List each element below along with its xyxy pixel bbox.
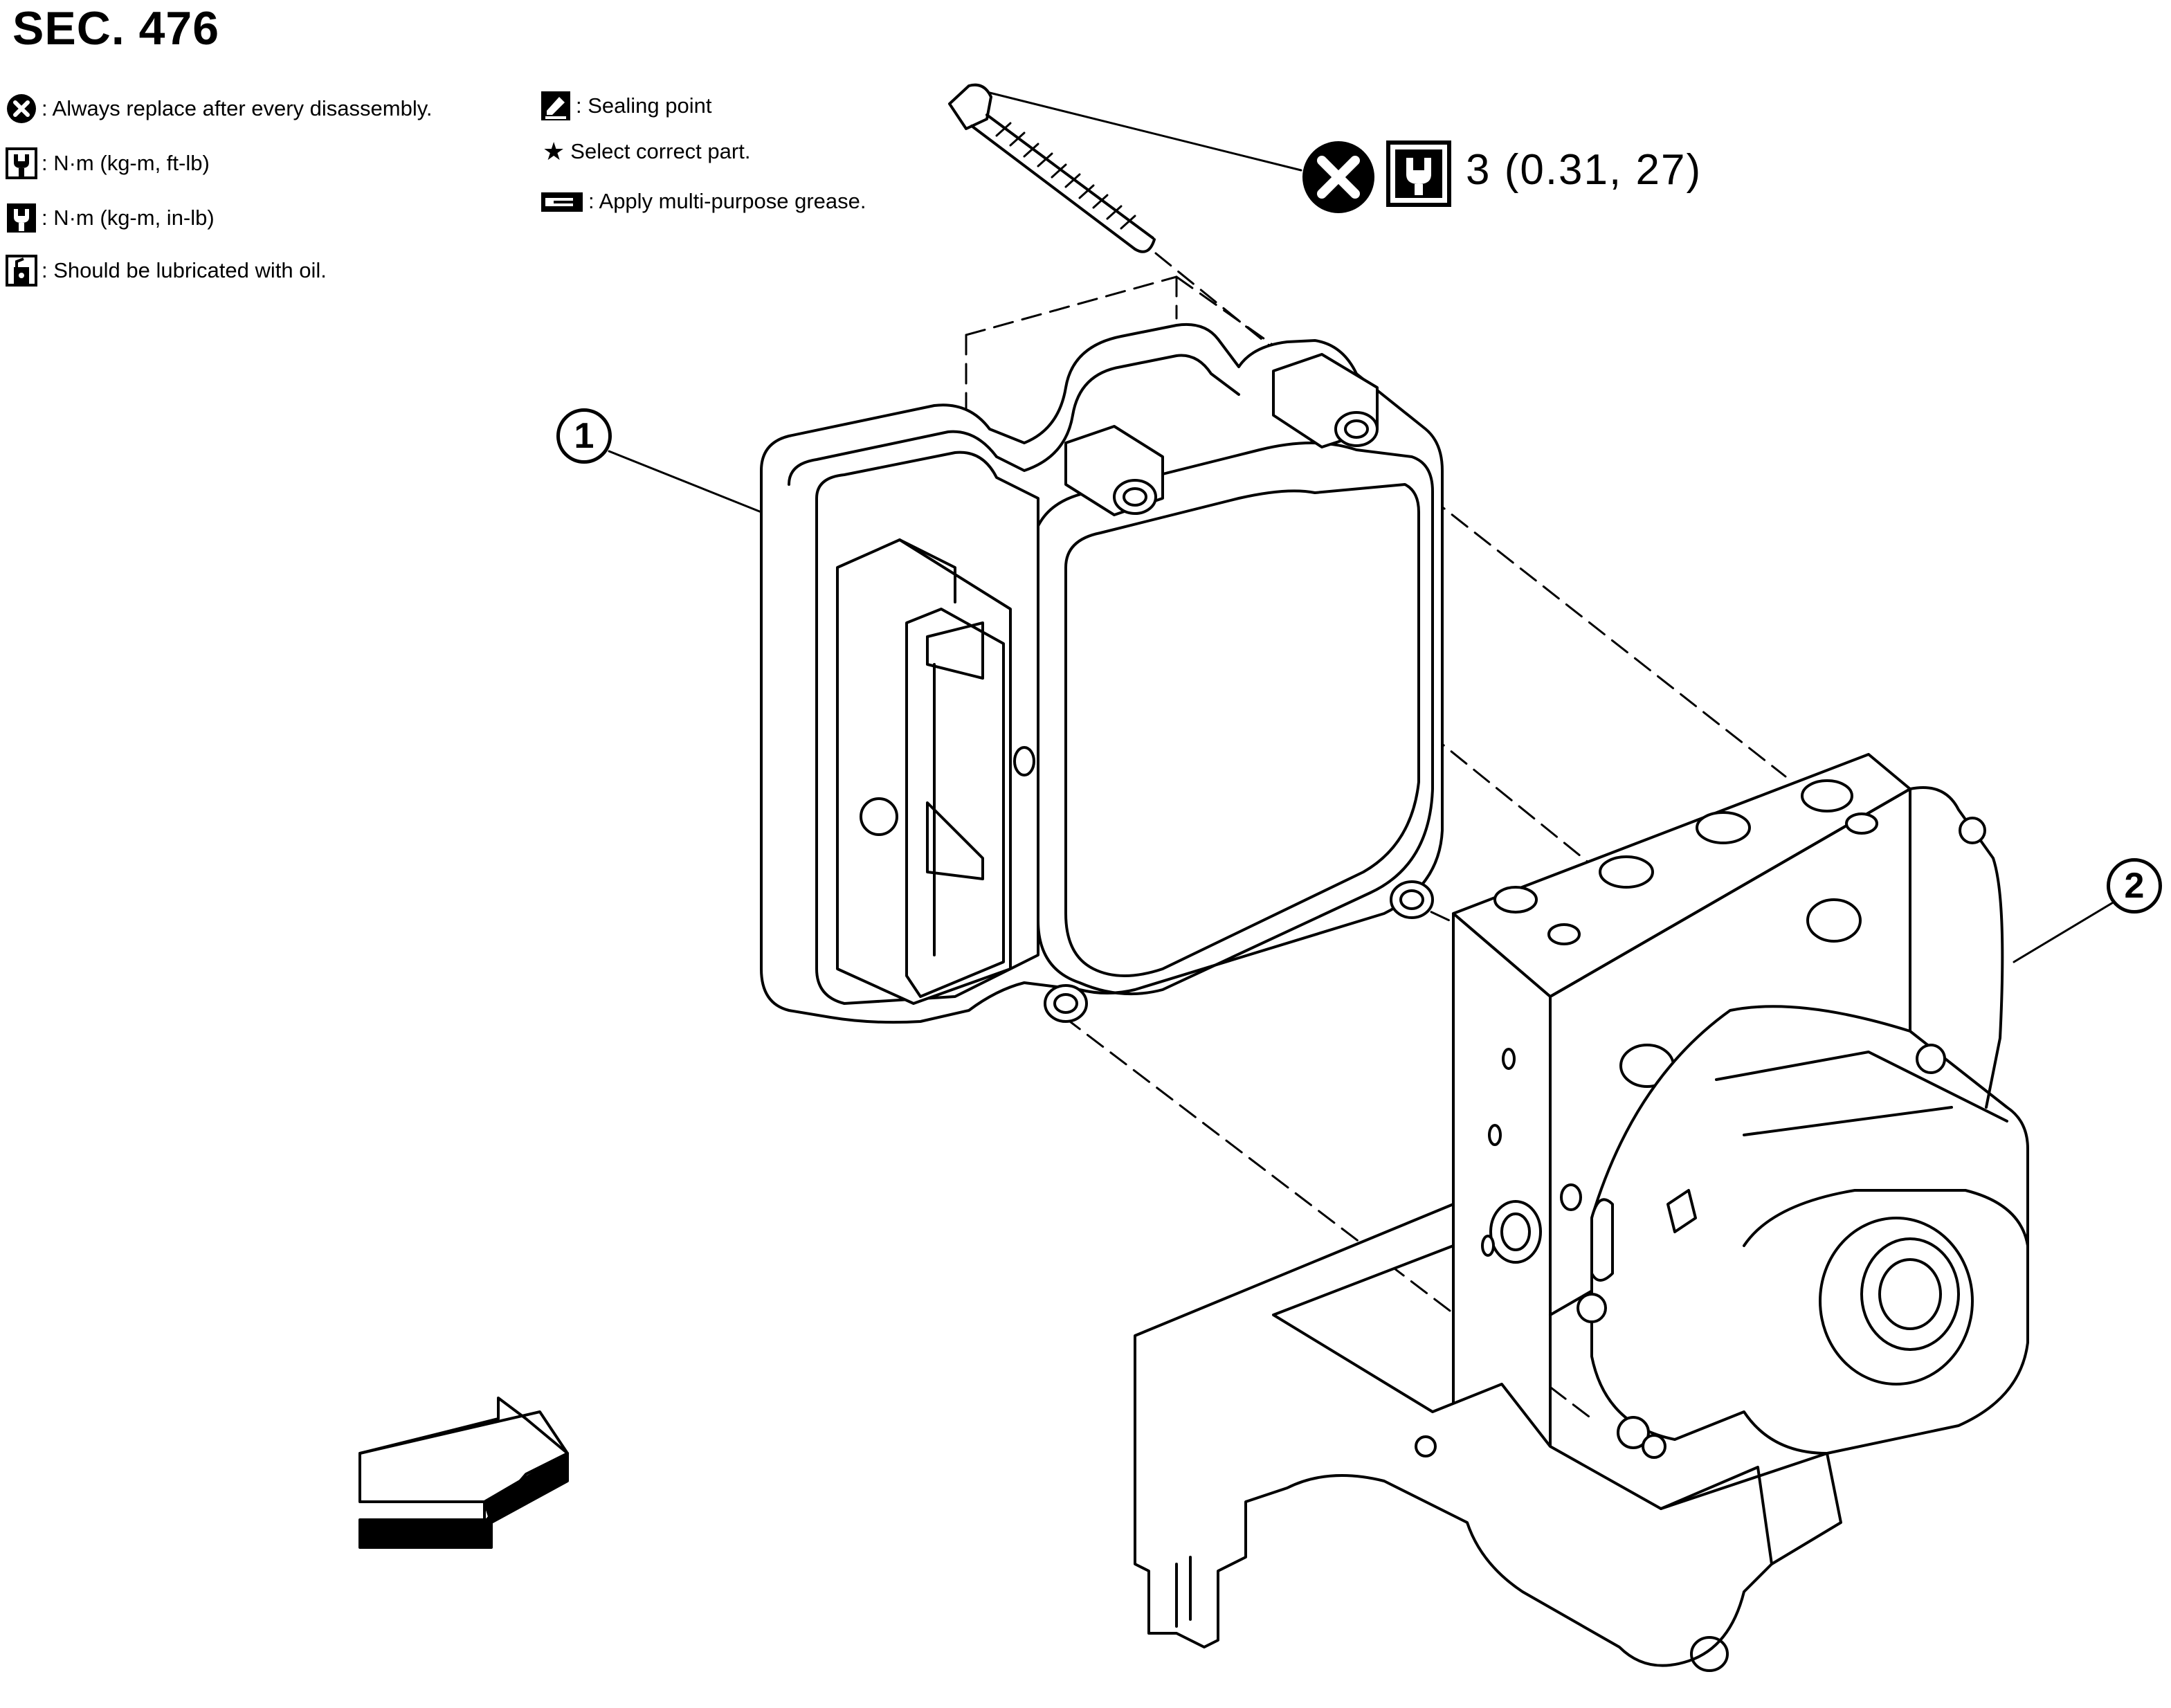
torque-ft-lb-icon (6, 147, 37, 179)
legend-item-grease: : Apply multi-purpose grease. (540, 185, 866, 217)
mounting-bracket (1134, 1203, 1842, 1672)
legend-text: : Should be lubricated with oil. (42, 258, 327, 282)
callout-1: 1 (556, 408, 612, 464)
legend-text: : Sealing point (576, 93, 712, 118)
legend-text: : N·m (kg-m, ft-lb) (42, 151, 210, 175)
legend-item-select-part: ★ Select correct part. (543, 137, 750, 166)
always-replace-icon (6, 93, 37, 125)
abs-actuator (1452, 753, 2029, 1489)
legend-text: : N·m (kg-m, in-lb) (42, 206, 215, 230)
front-direction-arrow (358, 1397, 569, 1549)
legend-item-sealing: : Sealing point (540, 90, 711, 122)
section-title: SEC. 476 (12, 2, 220, 55)
callout-2: 2 (2107, 858, 2162, 914)
legend-item-torque-ft-lb: : N·m (kg-m, ft-lb) (6, 147, 210, 179)
legend-text: : Always replace after every disassembly… (42, 96, 433, 120)
grease-icon (540, 185, 584, 217)
bolt (948, 83, 1156, 253)
star-icon: ★ (543, 137, 565, 165)
torque-in-lb-icon (6, 202, 37, 234)
legend-text: Select correct part. (570, 139, 751, 163)
torque-callout-icons (1302, 140, 1451, 213)
sealing-point-icon (540, 90, 572, 122)
oil-lubricate-icon (6, 255, 37, 287)
abs-control-unit (760, 322, 1444, 1024)
torque-spec-label: 3 (0.31, 27) (1466, 146, 1702, 194)
legend-text: : Apply multi-purpose grease. (588, 189, 866, 213)
legend-item-always-replace: : Always replace after every disassembly… (6, 93, 433, 125)
legend-item-torque-in-lb: : N·m (kg-m, in-lb) (6, 202, 215, 234)
legend-item-oil: : Should be lubricated with oil. (6, 255, 327, 287)
